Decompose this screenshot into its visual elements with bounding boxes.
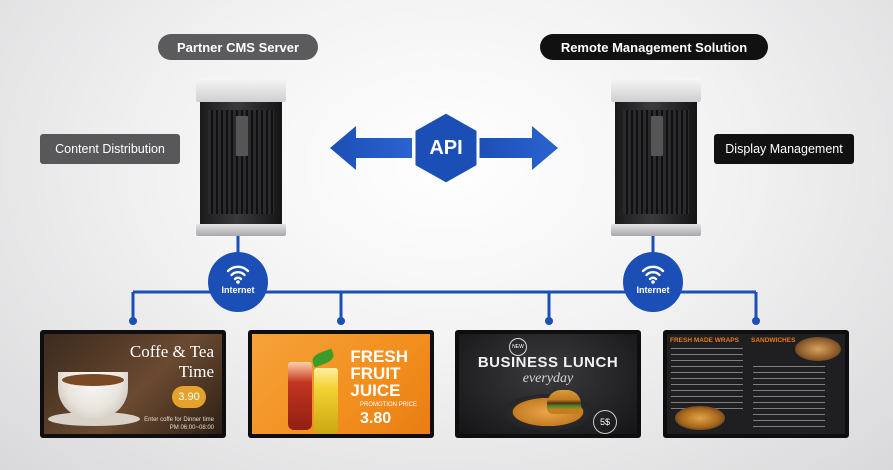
new-badge: NEW (509, 338, 527, 356)
cms-server-title: Partner CMS Server (158, 34, 318, 60)
sandwich-image (795, 337, 841, 361)
menu-heading-sandwiches: SANDWICHES (751, 337, 796, 344)
internet-badge-left: Internet (208, 252, 268, 312)
saucer-image (48, 412, 140, 426)
rms-server-icon (611, 78, 701, 236)
internet-label: Internet (221, 285, 255, 295)
lunch-subtitle: everyday (522, 371, 574, 386)
menu-list-right (753, 366, 825, 428)
signage-display-coffee: Coffe & Tea Time 3.90 Enter coffe for Di… (40, 330, 226, 438)
arrow-left-icon (330, 126, 412, 170)
coffee-cup-image (58, 372, 128, 418)
signage-display-juice: FRESH FRUIT JUICE PROMOTION PRICE 3.80 (248, 330, 434, 438)
burger-image (547, 390, 581, 414)
juice-price: 3.80 (360, 410, 392, 427)
lunch-title: BUSINESS LUNCH (477, 354, 619, 371)
yellow-juice-glass-image (314, 368, 338, 434)
arrow-right-icon (478, 126, 558, 170)
content-distribution-label: Content Distribution (40, 134, 180, 164)
coffee-title: Coffe & Tea Time (129, 342, 214, 381)
api-badge: API (414, 112, 478, 184)
internet-label: Internet (636, 285, 670, 295)
display-management-label: Display Management (714, 134, 854, 164)
menu-list-left (671, 348, 743, 410)
coffee-hours: Enter coffe for Dinner time PM 06:00~08:… (144, 417, 214, 431)
wifi-icon (641, 265, 665, 281)
lunch-screen: NEW BUSINESS LUNCH everyday 5$ (459, 334, 637, 434)
lunch-price: 5$ (593, 410, 617, 434)
signage-display-menu: FRESH MADE WRAPS SANDWICHES (663, 330, 849, 438)
menu-screen: FRESH MADE WRAPS SANDWICHES (667, 334, 845, 434)
api-hexagon (412, 110, 480, 186)
juice-screen: FRESH FRUIT JUICE PROMOTION PRICE 3.80 (252, 334, 430, 434)
menu-heading-wraps: FRESH MADE WRAPS (670, 337, 739, 344)
mint-leaf-image (310, 348, 336, 368)
signage-display-lunch: NEW BUSINESS LUNCH everyday 5$ (455, 330, 641, 438)
red-juice-glass-image (288, 362, 312, 430)
juice-promo: PROMOTION PRICE (360, 402, 418, 408)
cms-server-icon (196, 78, 286, 236)
remote-management-title: Remote Management Solution (540, 34, 768, 60)
coffee-screen: Coffe & Tea Time 3.90 Enter coffe for Di… (44, 334, 222, 434)
coffee-price: 3.90 (172, 386, 206, 408)
api-label: API (429, 136, 463, 159)
wifi-icon (226, 265, 250, 281)
juice-title: FRESH FRUIT JUICE (350, 347, 408, 400)
fries-image (675, 406, 725, 430)
internet-badge-right: Internet (623, 252, 683, 312)
